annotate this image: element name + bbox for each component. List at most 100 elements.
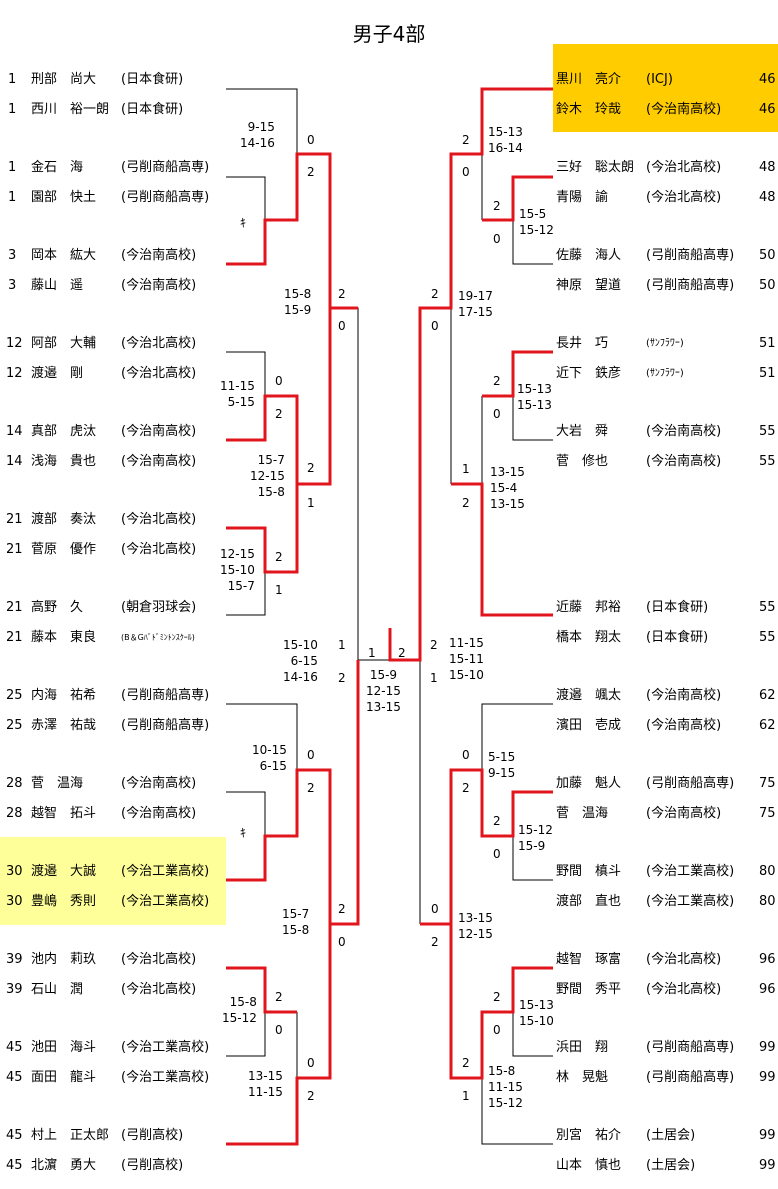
bracket-line xyxy=(226,703,298,770)
team-name: (弓削高校) xyxy=(121,1128,184,1143)
team-name: (今治南高校) xyxy=(646,806,722,821)
games-won: 2 xyxy=(307,1089,315,1103)
seed-number: 80 xyxy=(759,894,776,909)
seed-number: 75 xyxy=(759,806,776,821)
winner-path xyxy=(482,175,553,222)
team-name: (弓削商船高専) xyxy=(646,248,735,263)
team-name: (今治南高校) xyxy=(646,718,722,733)
winner-path xyxy=(226,924,332,1146)
games-won: 2 xyxy=(430,638,438,652)
team-name: (日本食研) xyxy=(646,630,709,645)
player-row: 渡邉 颯太(今治南高校)62 xyxy=(556,687,778,705)
games-won: 0 xyxy=(493,847,501,861)
player-name: 橋本 翔太 xyxy=(556,630,622,645)
player-row: 菅 修也(今治南高校)55 xyxy=(556,453,778,471)
seed-number: 45 xyxy=(6,1070,23,1085)
team-name: (土居会) xyxy=(646,1158,696,1173)
seed-number: 30 xyxy=(6,894,23,909)
match-score: 13-15 11-15 xyxy=(248,1069,283,1099)
team-name: (今治南高校) xyxy=(121,806,197,821)
seed-number: 80 xyxy=(759,864,776,879)
match-score: 19-17 17-15 xyxy=(458,289,493,319)
games-won: 2 xyxy=(338,287,346,301)
seed-number: 62 xyxy=(759,718,776,733)
bracket-line xyxy=(226,791,266,836)
games-won: 0 xyxy=(307,133,315,147)
match-score: 15-13 15-13 xyxy=(517,382,552,412)
player-name: 野間 秀平 xyxy=(556,982,622,997)
match-score: 15-13 16-14 xyxy=(488,125,523,155)
player-row: 青陽 諭(今治北高校)48 xyxy=(556,189,778,207)
match-score: 15-5 15-12 xyxy=(519,207,554,237)
winner-path xyxy=(482,350,553,398)
player-row: 黒川 亮介(ICJ)46 xyxy=(556,71,778,89)
player-name: 三好 聡太朗 xyxy=(556,160,635,175)
bracket-line xyxy=(481,703,553,770)
seed-number: 55 xyxy=(759,424,776,439)
page-title: 男子4部 xyxy=(352,22,426,46)
winner-path xyxy=(449,924,553,1080)
team-name: (弓削商船高専) xyxy=(121,190,210,205)
games-won: 1 xyxy=(430,671,438,685)
winner-path xyxy=(226,660,360,926)
player-name: 青陽 諭 xyxy=(556,190,609,205)
bracket-line xyxy=(512,1012,553,1057)
team-name: (弓削高校) xyxy=(121,1158,184,1173)
games-won: 2 xyxy=(462,781,470,795)
games-won: 1 xyxy=(462,462,470,476)
games-won: 0 xyxy=(462,748,470,762)
player-name: 赤澤 祐哉 xyxy=(31,718,97,733)
bracket-line xyxy=(330,307,359,660)
winner-path xyxy=(388,87,553,662)
match-score: 15-7 15-8 xyxy=(282,907,310,937)
games-won: 0 xyxy=(307,748,315,762)
bracket-line xyxy=(481,1078,553,1145)
seed-number: 12 xyxy=(6,366,23,381)
match-score: 13-15 12-15 xyxy=(458,911,493,941)
player-name: 浜田 翔 xyxy=(556,1040,609,1055)
team-name: (土居会) xyxy=(646,1128,696,1143)
winner-path xyxy=(226,308,332,486)
team-name: (弓削商船高専) xyxy=(121,160,210,175)
seed-number: 21 xyxy=(6,600,23,615)
player-row: 三好 聡太朗(今治北高校)48 xyxy=(556,159,778,177)
games-won: 2 xyxy=(307,461,315,475)
seed-number: 75 xyxy=(759,776,776,791)
seed-number: 99 xyxy=(759,1128,776,1143)
match-score: 15-12 15-9 xyxy=(518,823,553,853)
player-row: 近藤 邦裕(日本食研)55 xyxy=(556,599,778,617)
player-name: 渡邉 大誠 xyxy=(31,864,97,879)
team-name: (今治北高校) xyxy=(121,982,197,997)
match-score: 11-15 15-11 15-10 xyxy=(449,636,484,682)
games-won: 0 xyxy=(493,407,501,421)
seed-number: 55 xyxy=(759,600,776,615)
player-name: 石山 潤 xyxy=(31,982,84,997)
games-won: 1 xyxy=(338,638,346,652)
team-name: (今治南高校) xyxy=(121,424,197,439)
winner-lines xyxy=(226,87,553,1146)
bracket-line xyxy=(226,176,266,220)
team-name: (今治工業高校) xyxy=(121,864,210,879)
games-won: 2 xyxy=(493,199,501,213)
player-row: 佐藤 海人(弓削商船高専)50 xyxy=(556,247,778,265)
team-name: (今治南高校) xyxy=(121,454,197,469)
match-score: 15-13 15-10 xyxy=(519,998,554,1028)
seed-number: 1 xyxy=(8,190,17,205)
match-score: 5-15 9-15 xyxy=(488,750,516,780)
games-won: 2 xyxy=(275,407,283,421)
games-won: 0 xyxy=(275,374,283,388)
player-name: 内海 祐希 xyxy=(31,688,97,703)
player-name: 加藤 魁人 xyxy=(556,776,622,791)
